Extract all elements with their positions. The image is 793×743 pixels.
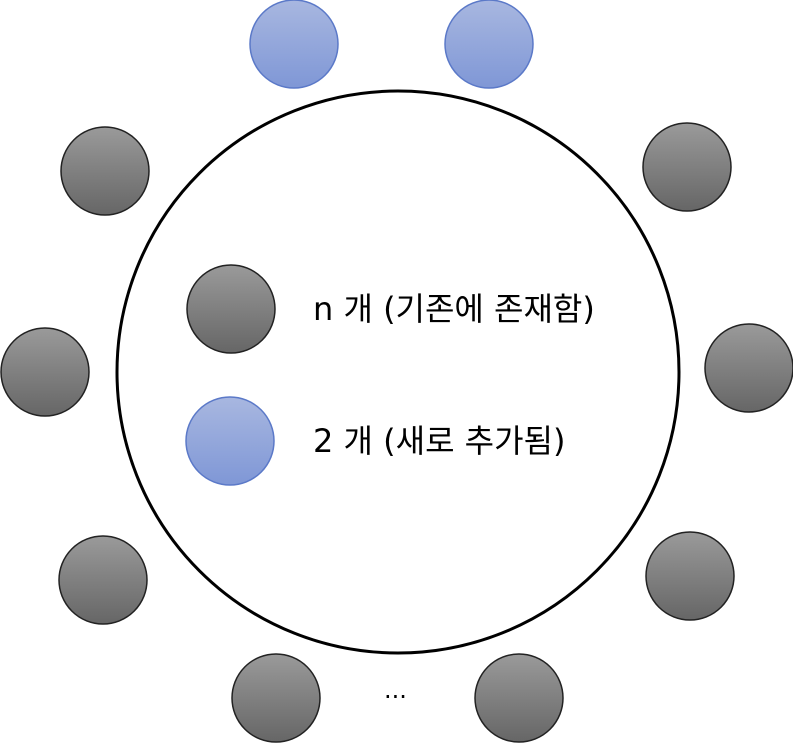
- existing-seat-node-5: [0, 327, 90, 417]
- existing-seat-node-10: [474, 653, 564, 743]
- existing-seat-node-7: [58, 535, 148, 625]
- existing-seat-node-6: [704, 323, 793, 413]
- new-seat-node-1: [249, 0, 339, 89]
- legend-existing-label: n 개 (기존에 존재함): [313, 290, 595, 328]
- new-seat-node-2: [444, 0, 534, 89]
- existing-seat-node-3: [60, 126, 150, 216]
- legend-existing-node: [186, 264, 276, 354]
- existing-seat-node-4: [642, 122, 732, 212]
- existing-seat-node-9: [231, 653, 321, 743]
- round-table: [115, 89, 681, 655]
- ellipsis: ...: [384, 676, 407, 704]
- legend-new-node: [185, 396, 275, 486]
- existing-seat-node-8: [645, 531, 735, 621]
- legend-new-label: 2 개 (새로 추가됨): [313, 422, 565, 460]
